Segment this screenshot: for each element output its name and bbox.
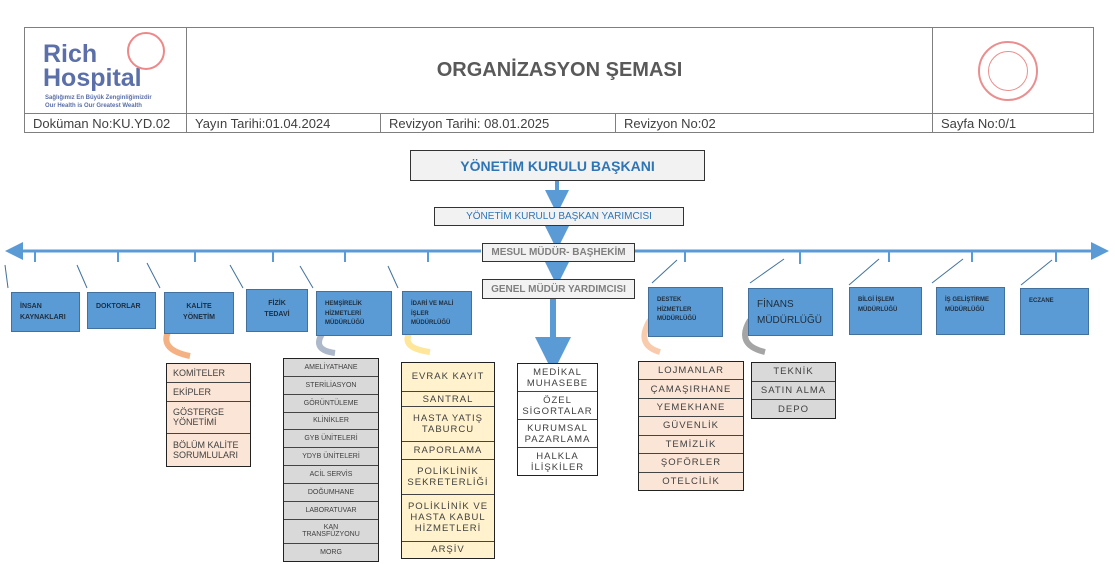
list-item: ÖZEL SİGORTALAR	[518, 392, 597, 420]
list-item: GÖRÜNTÜLEME	[284, 395, 378, 413]
list-item: KLİNİKLER	[284, 413, 378, 431]
list-item: TEKNİK	[752, 363, 835, 382]
list-item: DEPO	[778, 403, 809, 415]
list-item: ARŞİV	[431, 544, 465, 556]
list-item: KURUMSAL PAZARLAMA	[518, 420, 597, 448]
list-item: KOMİTELER	[167, 364, 250, 383]
list-item: MORG	[320, 549, 342, 557]
list-item: MEDİKAL MUHASEBE	[518, 364, 597, 392]
curved-arrow-admin	[404, 330, 431, 355]
admin-list: EVRAK KAYIT SANTRAL HASTA YATIŞ TABURCU …	[401, 362, 495, 559]
list-item: HALKLA İLİŞKİLER	[530, 450, 585, 473]
curved-arrow-support	[641, 318, 661, 355]
dept-physiotherapy: FİZİK TEDAVİ	[246, 289, 308, 332]
list-item: ÇAMAŞIRHANE	[639, 380, 743, 399]
list-item: AMELİYATHANE	[284, 359, 378, 377]
finance-list: TEKNİK SATIN ALMA DEPO	[751, 362, 836, 419]
dept-admin-finance: İDARİ VE MALİ İŞLER MÜDÜRLÜĞÜ	[402, 291, 472, 335]
page-no: Sayfa No:0/1	[932, 113, 1094, 133]
list-item: STERİLİASYON	[284, 377, 378, 395]
list-item: POLİKLİNİK VE HASTA KABUL HİZMETLERİ	[402, 495, 494, 542]
list-item: EKİPLER	[167, 383, 250, 402]
dept-it: BİLGİ İŞLEM MÜDÜRLÜĞÜ	[849, 287, 922, 335]
list-item: LABORATUVAR	[284, 502, 378, 520]
support-list: LOJMANLAR ÇAMAŞIRHANE YEMEKHANE GÜVENLİK…	[638, 361, 744, 491]
list-item: KAN TRANSFÜZYONU	[284, 520, 378, 545]
dept-nursing: HEMŞİRELİK HİZMETLERİ MÜDÜRLÜĞÜ	[316, 291, 392, 336]
dept-doctors: DOKTORLAR	[87, 292, 156, 329]
page-title: ORGANİZASYON ŞEMASI	[436, 59, 683, 81]
list-item: ŞOFÖRLER	[639, 454, 743, 473]
list-item: POLİKLİNİK SEKRETERLİĞİ	[402, 460, 494, 496]
chief-physician-box: MESUL MÜDÜR- BAŞHEKİM	[482, 243, 635, 262]
chairman-box: YÖNETİM KURULU BAŞKANI	[410, 150, 705, 181]
quality-list: KOMİTELER EKİPLER GÖSTERGE YÖNETİMİ BÖLÜ…	[166, 363, 251, 467]
list-item: RAPORLAMA	[402, 442, 494, 460]
deputy-gm-box: GENEL MÜDÜR YARDIMCISI	[482, 279, 635, 299]
ministry-seal-icon	[978, 41, 1038, 101]
list-item: BÖLÜM KALİTE SORUMLULARI	[173, 439, 239, 460]
curved-arrow-nursing	[316, 332, 336, 356]
list-item: LOJMANLAR	[639, 362, 743, 381]
dept-support: DESTEK HİZMETLER MÜDÜRLÜĞÜ	[648, 287, 723, 337]
list-item: GÖSTERGE YÖNETİMİ	[167, 402, 250, 434]
dept-pharmacy: ECZANE	[1020, 288, 1089, 335]
list-item: EVRAK KAYIT	[402, 363, 494, 392]
gm-list: MEDİKAL MUHASEBE ÖZEL SİGORTALAR KURUMSA…	[517, 363, 598, 476]
list-item: GYB ÜNİTELERİ	[284, 430, 378, 449]
list-item: SATIN ALMA	[752, 382, 835, 401]
list-item: OTELCİLİK	[662, 475, 720, 487]
dept-business-dev: İŞ GELİŞTİRME MÜDÜRLÜĞÜ	[936, 287, 1005, 335]
list-item: GÜVENLİK	[639, 417, 743, 436]
list-item: TEMİZLİK	[639, 436, 743, 455]
list-item: ACİL SERVİS	[284, 466, 378, 484]
nursing-list: AMELİYATHANE STERİLİASYON GÖRÜNTÜLEME KL…	[283, 358, 379, 562]
dept-quality: KALİTE YÖNETİM	[164, 292, 234, 334]
logo-emblem-icon	[127, 32, 165, 70]
list-item: YEMEKHANE	[639, 399, 743, 418]
dept-finance: FİNANS MÜDÜRLÜĞÜ	[748, 288, 833, 336]
curved-arrow-quality	[163, 330, 191, 359]
list-item: DOĞUMHANE	[284, 484, 378, 502]
curved-arrow-finance	[742, 318, 766, 355]
list-item: HASTA YATIŞ TABURCU	[402, 407, 494, 443]
list-item: SANTRAL	[402, 392, 494, 408]
dept-human-resources: İNSAN KAYNAKLARI	[11, 292, 80, 332]
vice-chairman-box: YÖNETİM KURULU BAŞKAN YARIMCISI	[434, 207, 684, 226]
list-item: YDYB ÜNİTELERİ	[284, 448, 378, 467]
